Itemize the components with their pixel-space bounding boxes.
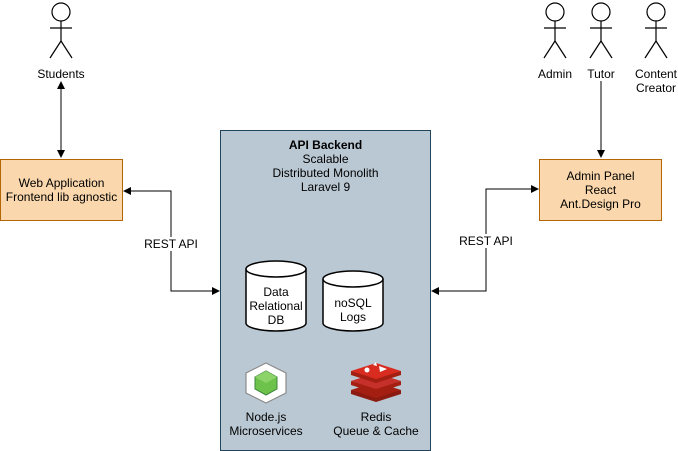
web-application-title: Web Application (18, 176, 105, 190)
content-creator-actor-icon (644, 2, 668, 59)
relational-db-line1: Data (263, 285, 289, 299)
rest-api-right-label: REST API (455, 234, 517, 248)
nodejs-label: Node.js Microservices (219, 410, 313, 438)
api-backend-framework: Laravel 9 (300, 180, 351, 194)
database-icon (322, 270, 384, 332)
web-application-box[interactable]: Web Application Frontend lib agnostic (0, 159, 123, 221)
nodejs-icon (245, 362, 287, 404)
nosql-line1: noSQL (334, 296, 372, 310)
nodejs-line2: Microservices (229, 424, 303, 438)
content-creator-line1: Content (634, 67, 678, 81)
redis-icon (351, 362, 401, 402)
content-creator-line2: Creator (635, 81, 676, 95)
nosql-logs-label: noSQL Logs (322, 296, 384, 324)
admin-actor-icon (543, 2, 567, 59)
relational-db-line2: Relational (249, 299, 303, 313)
relational-db[interactable]: Data Relational DB (245, 260, 307, 332)
admin-label: Admin (537, 67, 572, 81)
tutor-actor-icon (589, 2, 613, 59)
api-backend-title: API Backend (288, 138, 363, 152)
redis-line1: Redis (360, 410, 392, 424)
nosql-logs-db[interactable]: noSQL Logs (322, 270, 384, 332)
content-creator-label: Content Creator (626, 67, 678, 95)
nosql-line2: Logs (339, 310, 367, 324)
admin-panel-ui-lib: Ant.Design Pro (560, 197, 641, 211)
web-application-subtitle: Frontend lib agnostic (5, 190, 118, 204)
relational-db-line3: DB (267, 313, 285, 327)
student-actor-icon (49, 2, 73, 59)
api-backend-architecture: Distributed Monolith (272, 166, 379, 180)
students-label: Students (37, 67, 85, 81)
tutor-label: Tutor (576, 67, 626, 81)
rest-api-left-label: REST API (140, 237, 202, 251)
admin-panel-title: Admin Panel (566, 169, 635, 183)
redis-label: Redis Queue & Cache (326, 410, 426, 438)
api-backend-box[interactable]: API Backend Scalable Distributed Monolit… (220, 130, 431, 451)
api-backend-header: API Backend Scalable Distributed Monolit… (221, 138, 430, 194)
database-icon (245, 260, 307, 332)
api-backend-scalable: Scalable (302, 152, 349, 166)
relational-db-label: Data Relational DB (245, 285, 307, 327)
admin-panel-framework: React (584, 183, 617, 197)
nodejs-line1: Node.js (245, 410, 287, 424)
admin-panel-box[interactable]: Admin Panel React Ant.Design Pro (539, 159, 662, 221)
redis-line2: Queue & Cache (333, 424, 419, 438)
